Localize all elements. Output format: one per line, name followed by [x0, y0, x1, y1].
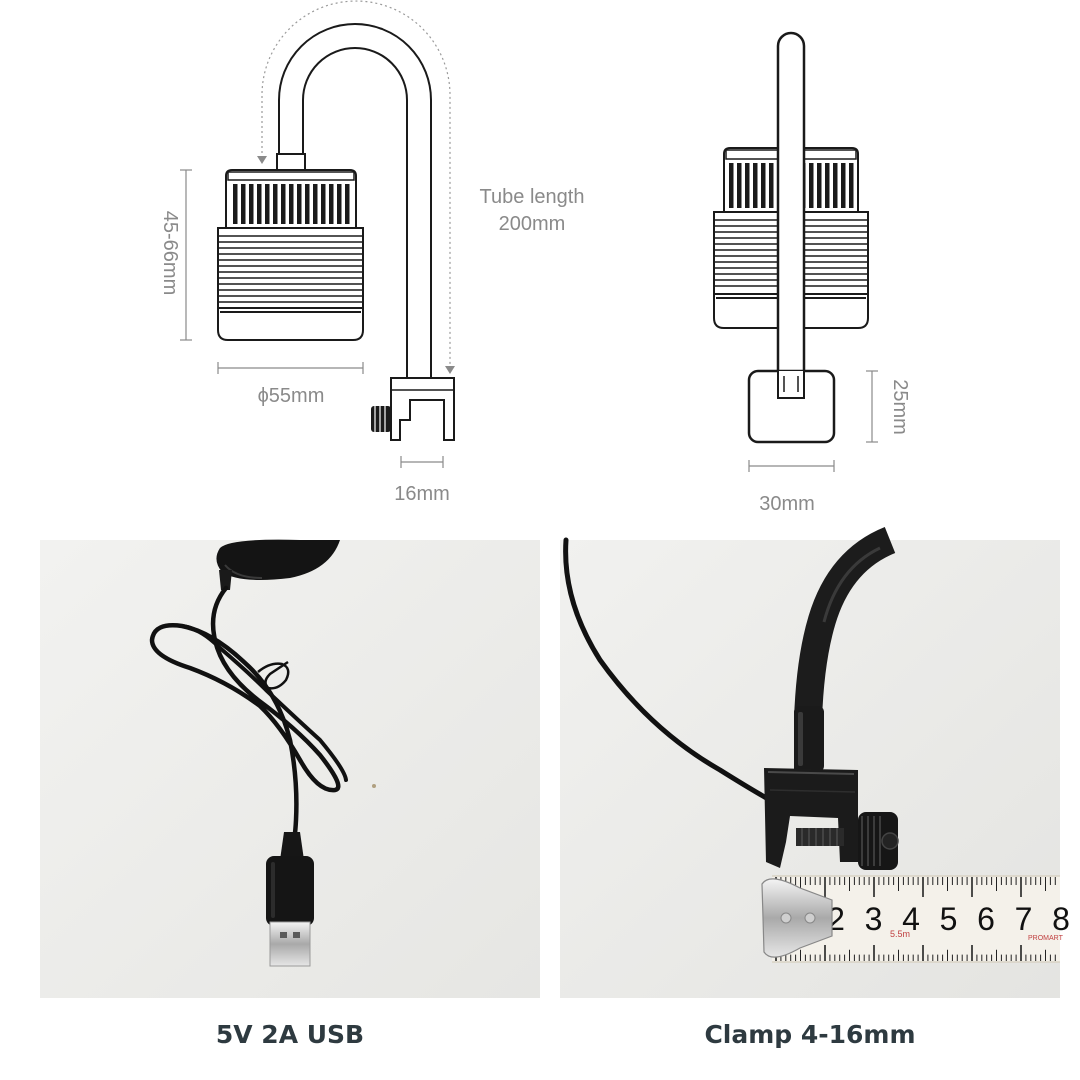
lamp-ribs [218, 235, 363, 303]
usb-cable [149, 585, 341, 853]
ruler-digit: 7 [1015, 901, 1033, 937]
clamp-caption: Clamp 4-16mm [704, 1020, 916, 1049]
clamp-photo [764, 768, 858, 868]
usb-plug-connector [269, 921, 311, 967]
tape-hook [761, 878, 833, 958]
lamp-bottom-cap [217, 307, 364, 341]
gooseneck-tube [278, 23, 432, 379]
lamp-front-view-drawing: 25mm 30mm [713, 31, 911, 515]
cable-inline-switch [216, 539, 340, 580]
diameter-dimension [217, 362, 364, 374]
cable-twist-tie [257, 660, 290, 690]
ruler-ticks [775, 877, 1056, 961]
clamp-height-dimension [866, 370, 878, 443]
lamp-side-view-drawing: 45-66mm Tube length 200mm ϕ55mm 16mm [159, 0, 585, 505]
usb-plug-body [266, 856, 314, 926]
power-cable [563, 537, 773, 803]
gooseneck-photo [794, 527, 896, 780]
clamp-screw [796, 828, 844, 846]
diameter-label: ϕ55mm [258, 385, 325, 407]
lamp-neck-collar [276, 153, 306, 171]
front-tube [776, 31, 806, 380]
ruler-digit: 8 [1052, 901, 1070, 937]
usb-caption: 5V 2A USB [215, 1020, 365, 1049]
ruler-digit: 5 [940, 901, 958, 937]
clamp-depth-label: 16mm [394, 483, 450, 505]
tube-length-label: Tube length [480, 186, 585, 208]
ruler-small-text: 5.5m [890, 929, 910, 939]
height-label: 45-66mm [159, 211, 181, 295]
usb-plug-strain-relief [280, 832, 304, 860]
clamp-knob [371, 406, 391, 432]
tube-length-dimension [261, 0, 451, 370]
clamp-width-label: 30mm [759, 493, 815, 515]
clamp-drawing [390, 377, 455, 441]
height-dimension [180, 169, 192, 341]
usb-cable-photo [40, 539, 540, 998]
clamp-height-label: 25mm [889, 379, 911, 435]
clamp-width-dimension [748, 460, 835, 472]
tube-length-value: 200mm [499, 213, 566, 235]
ruler-digit: 4 [902, 901, 920, 937]
ruler-digit: 6 [977, 901, 995, 937]
clamp-depth-dimension [400, 456, 444, 468]
ruler-digit: 3 [865, 901, 883, 937]
ruler-brand: PROMART [1028, 935, 1064, 942]
